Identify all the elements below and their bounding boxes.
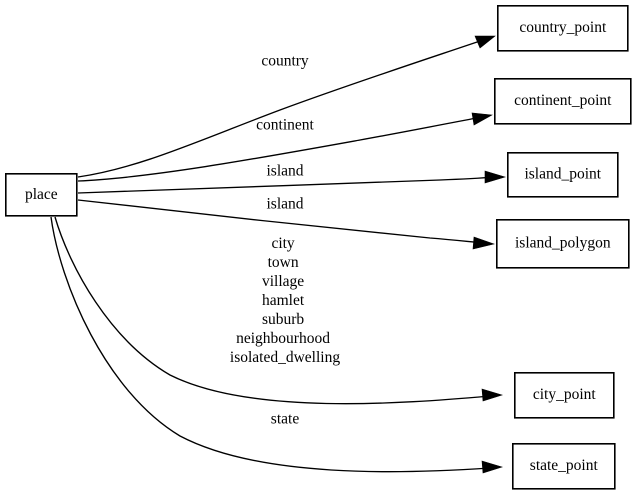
edge-island-polygon-arrowhead xyxy=(472,236,496,250)
edge-island-point-arrowhead xyxy=(484,170,507,184)
edge-label-island-point: island xyxy=(266,163,303,180)
node-island-polygon-box xyxy=(495,219,630,269)
node-continent-point-label: continent_point xyxy=(514,92,612,109)
edge-label-city-line-village: village xyxy=(262,273,304,290)
edge-country-path xyxy=(77,38,487,178)
edge-label-city-line-hamlet: hamlet xyxy=(262,292,305,309)
edge-label-city-line-suburb: suburb xyxy=(262,311,304,328)
node-place-label: place xyxy=(25,186,58,203)
edge-label-city-line-neighbourhood: neighbourhood xyxy=(236,330,330,347)
edge-island-point[interactable] xyxy=(77,170,507,194)
node-continent-point[interactable]: continent_point xyxy=(493,78,632,125)
node-island-polygon[interactable]: island_polygon xyxy=(495,219,630,269)
edge-island-polygon-path xyxy=(77,199,485,244)
edge-label-continent: continent xyxy=(256,117,314,134)
edge-label-island-polygon: island xyxy=(266,196,303,213)
edge-state-arrowhead xyxy=(481,460,504,474)
edge-island-polygon[interactable] xyxy=(77,199,496,250)
node-place-box xyxy=(5,173,78,217)
edge-city[interactable] xyxy=(54,216,504,405)
edge-country-arrowhead xyxy=(474,35,496,49)
edge-label-city-multiline: city town village hamlet suburb neighbou… xyxy=(230,235,340,366)
edge-state[interactable] xyxy=(50,216,504,474)
edge-city-path xyxy=(54,216,491,405)
edge-state-path xyxy=(50,216,491,473)
node-state-point[interactable]: state_point xyxy=(511,442,616,490)
node-island-point-box xyxy=(506,152,619,198)
node-city-point[interactable]: city_point xyxy=(513,371,615,419)
edges-layer xyxy=(50,35,507,474)
edge-country[interactable] xyxy=(77,35,496,178)
edge-city-arrowhead xyxy=(481,388,504,402)
node-city-point-label: city_point xyxy=(533,386,597,403)
node-country-point[interactable]: country_point xyxy=(496,5,629,52)
node-island-point-label: island_point xyxy=(524,166,601,183)
edge-label-city-line-city: city xyxy=(271,235,294,252)
node-island-polygon-label: island_polygon xyxy=(515,235,611,252)
node-place[interactable]: place xyxy=(5,173,78,217)
edge-continent[interactable] xyxy=(77,112,493,182)
node-state-point-box xyxy=(511,442,616,490)
edge-label-state: state xyxy=(271,411,300,428)
node-continent-point-box xyxy=(493,78,632,125)
node-country-point-box xyxy=(496,5,629,52)
edge-label-city-line-isolated-dwelling: isolated_dwelling xyxy=(230,349,340,366)
edge-continent-arrowhead xyxy=(471,112,493,126)
node-country-point-label: country_point xyxy=(519,19,607,36)
node-island-point[interactable]: island_point xyxy=(506,152,619,198)
edge-continent-path xyxy=(77,116,483,182)
node-city-point-box xyxy=(513,371,615,419)
edge-island-point-path xyxy=(77,176,496,194)
nodes-layer: place country_point continent_point isla… xyxy=(5,5,632,490)
edge-label-city-line-town: town xyxy=(268,254,299,271)
node-state-point-label: state_point xyxy=(530,457,599,474)
edge-labels-layer: country continent island island city tow… xyxy=(230,53,340,428)
edge-label-country: country xyxy=(261,53,309,70)
